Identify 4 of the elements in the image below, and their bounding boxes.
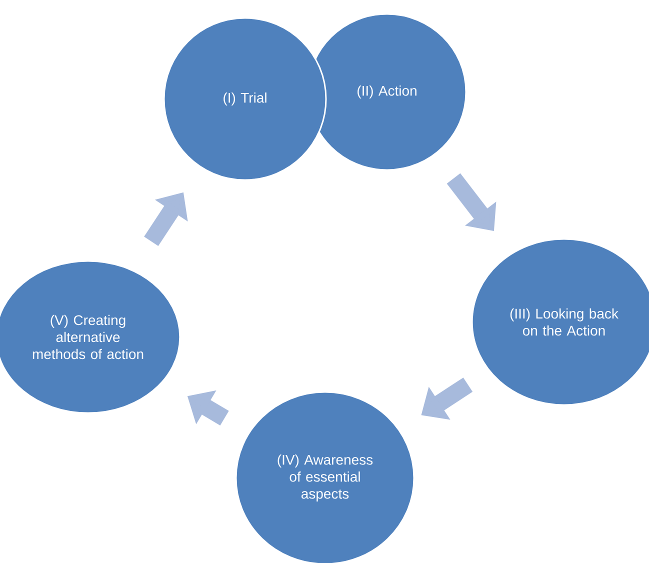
circle-node: (III) Looking back on the Action (471, 238, 649, 406)
circle-node: (II) Action (307, 13, 467, 171)
circle-node: (IV) Awareness of essential aspects (235, 391, 415, 563)
circle-node: (I) Trial (163, 17, 327, 181)
